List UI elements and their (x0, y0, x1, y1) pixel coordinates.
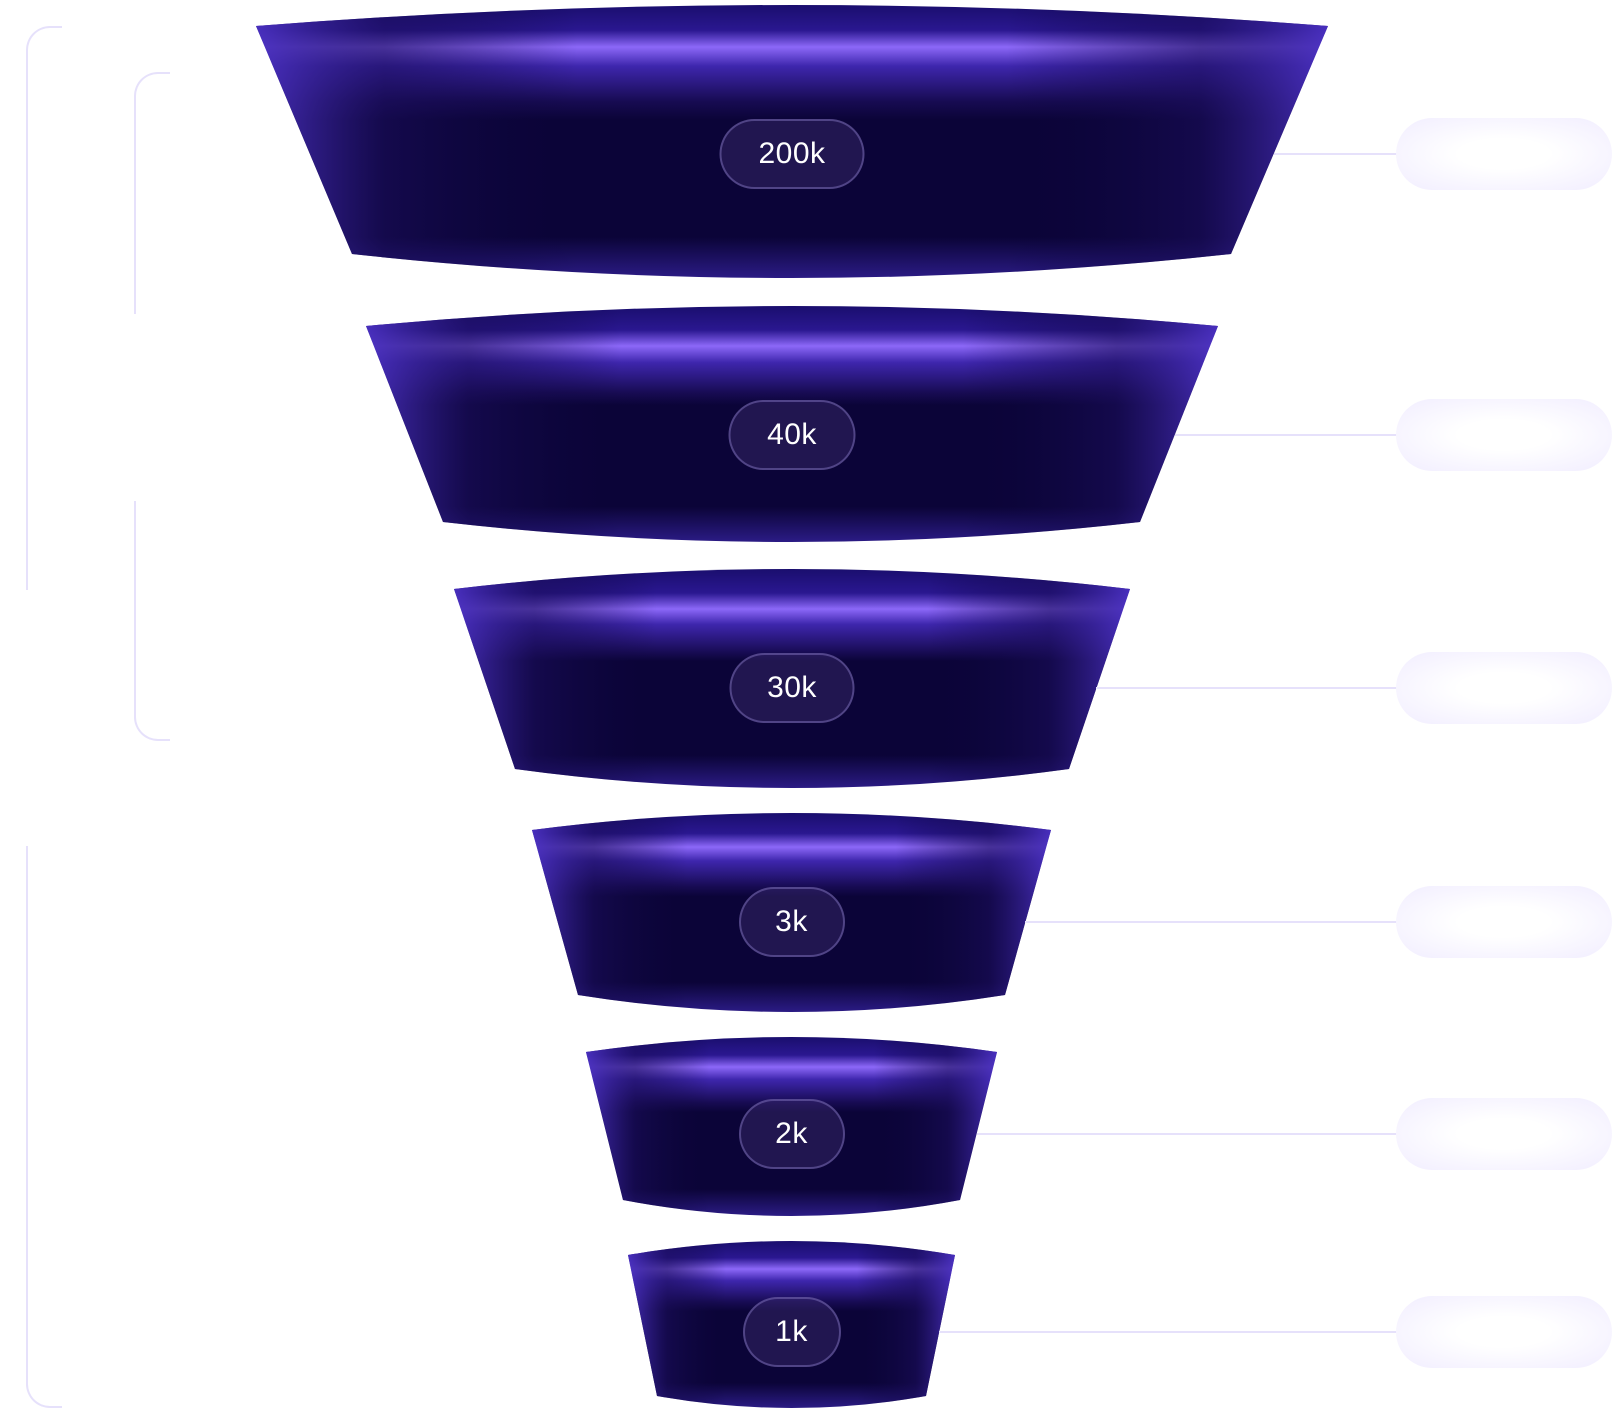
connector-line (1174, 434, 1400, 436)
stage-side-label (1396, 652, 1612, 724)
funnel-segment-edge-shade (628, 1241, 955, 1408)
funnel-segment-edge-shade (586, 1037, 997, 1216)
connector-line (1273, 153, 1400, 155)
stage-value-label: 30k (729, 653, 855, 723)
stage-side-label (1396, 1296, 1612, 1368)
bracket-inner-mid (134, 501, 170, 741)
stage-value-label: 200k (719, 119, 865, 189)
funnel-segment-edge-shade (366, 306, 1218, 542)
funnel-segment-edge-shade (532, 813, 1051, 1012)
stage-value-label: 40k (728, 400, 856, 470)
stage-side-label (1396, 399, 1612, 471)
connector-line (976, 1133, 1400, 1135)
connector-line (939, 1331, 1400, 1333)
bracket-outer-top (26, 26, 62, 590)
stage-value-label: 3k (738, 887, 845, 957)
bracket-outer-bottom (26, 846, 62, 1408)
stage-side-label (1396, 118, 1612, 190)
stage-side-label (1396, 886, 1612, 958)
stage-value-label: 2k (738, 1099, 845, 1169)
funnel-segment-edge-shade (256, 5, 1328, 278)
funnel-segment-edge-shade (454, 569, 1130, 788)
stage-value-label: 1k (742, 1297, 841, 1367)
connector-line (1096, 687, 1400, 689)
stage-side-label (1396, 1098, 1612, 1170)
bracket-inner-top (134, 72, 170, 314)
connector-line (1025, 921, 1400, 923)
